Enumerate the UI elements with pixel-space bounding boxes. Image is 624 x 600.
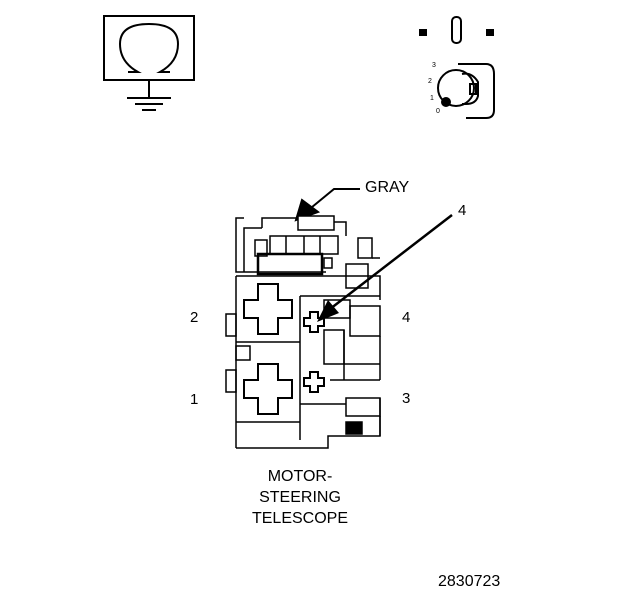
key-position-label: 0 <box>436 108 440 115</box>
pin-label-1: 1 <box>190 391 199 408</box>
key-position-label: 2 <box>428 78 432 85</box>
pin-label-2: 2 <box>190 309 199 326</box>
caption-line: STEERING <box>259 489 341 506</box>
wire-color-label: GRAY <box>365 179 410 196</box>
caption-line: MOTOR- <box>267 468 333 485</box>
key-position-label: 3 <box>432 62 436 69</box>
pin-label-3: 3 <box>402 390 411 407</box>
callout-arrow <box>317 214 453 322</box>
ignition-key-switch-icon <box>419 16 495 119</box>
key-position-label: 1 <box>430 95 434 102</box>
connector-body <box>225 215 381 449</box>
caption-line: TELESCOPE <box>251 510 349 527</box>
callout-label: 4 <box>458 202 467 219</box>
pin-label-4: 4 <box>402 309 411 326</box>
omega-ground-icon <box>103 15 195 111</box>
component-caption: MOTOR- STEERING TELESCOPE <box>230 466 370 529</box>
figure-id: 2830723 <box>438 573 501 590</box>
